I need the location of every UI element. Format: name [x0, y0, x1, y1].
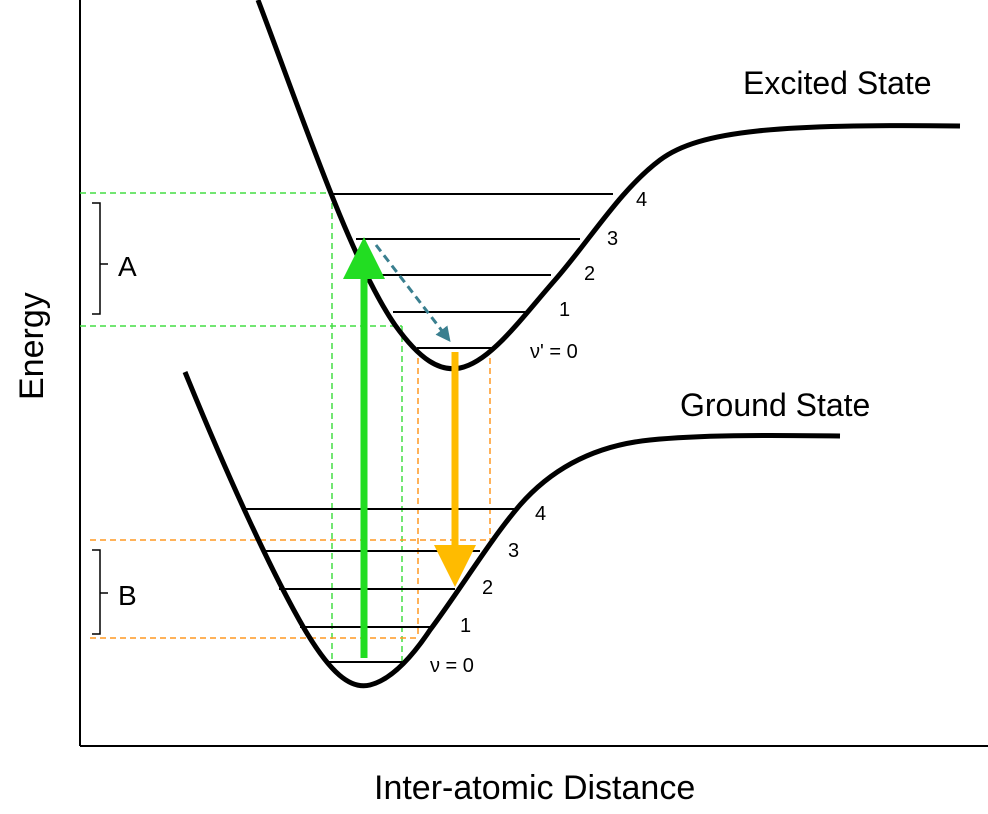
- green-guide-lines: [80, 192, 403, 662]
- axes: [79, 0, 988, 747]
- ground-level-1-label: 1: [460, 615, 471, 637]
- ground-level-4-label: 4: [535, 503, 546, 525]
- relaxation-arrow: [374, 244, 451, 342]
- ground-level-3-label: 3: [508, 540, 519, 562]
- y-axis-label: Energy: [13, 292, 51, 400]
- ground-state-curve: [182, 371, 841, 689]
- excited-state-label: Excited State: [743, 65, 932, 101]
- ground-state-label: Ground State: [680, 387, 870, 423]
- x-axis-label: Inter-atomic Distance: [374, 769, 695, 807]
- bracket-a: [92, 202, 108, 315]
- bracket-b: [92, 549, 108, 635]
- excited-level-1-label: 1: [559, 299, 570, 321]
- orange-guide-lines: [90, 348, 491, 639]
- bracket-a-label: A: [118, 251, 137, 282]
- excited-level-2-label: 2: [584, 263, 595, 285]
- excited-state-curve: [255, 0, 961, 372]
- ground-levels: [243, 508, 517, 663]
- excited-level-3-label: 3: [607, 228, 618, 250]
- ground-level-2-label: 2: [482, 577, 493, 599]
- excited-level-4-label: 4: [636, 189, 647, 211]
- bracket-b-label: B: [118, 580, 137, 611]
- excited-level-0-label: ν' = 0: [530, 341, 578, 363]
- excited-levels: [333, 193, 613, 349]
- ground-level-0-label: ν = 0: [430, 655, 474, 677]
